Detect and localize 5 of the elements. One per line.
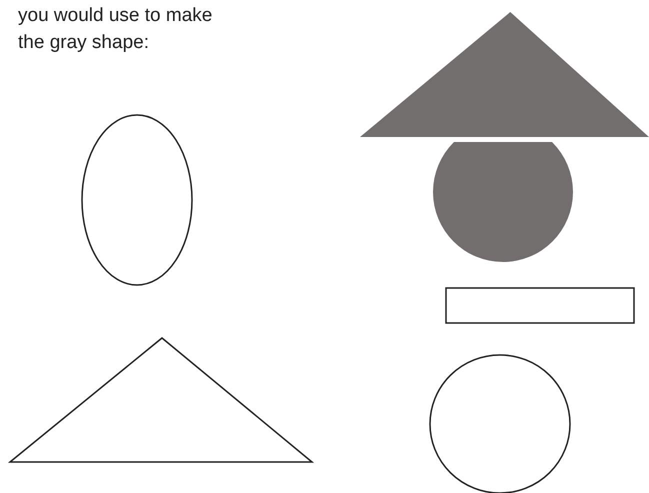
- outline-rectangle: [445, 287, 635, 324]
- outline-triangle: [8, 337, 314, 463]
- filled-triangle: [360, 12, 649, 137]
- instruction-text: you would use to make the gray shape:: [18, 4, 214, 55]
- outline-ellipse: [81, 114, 193, 286]
